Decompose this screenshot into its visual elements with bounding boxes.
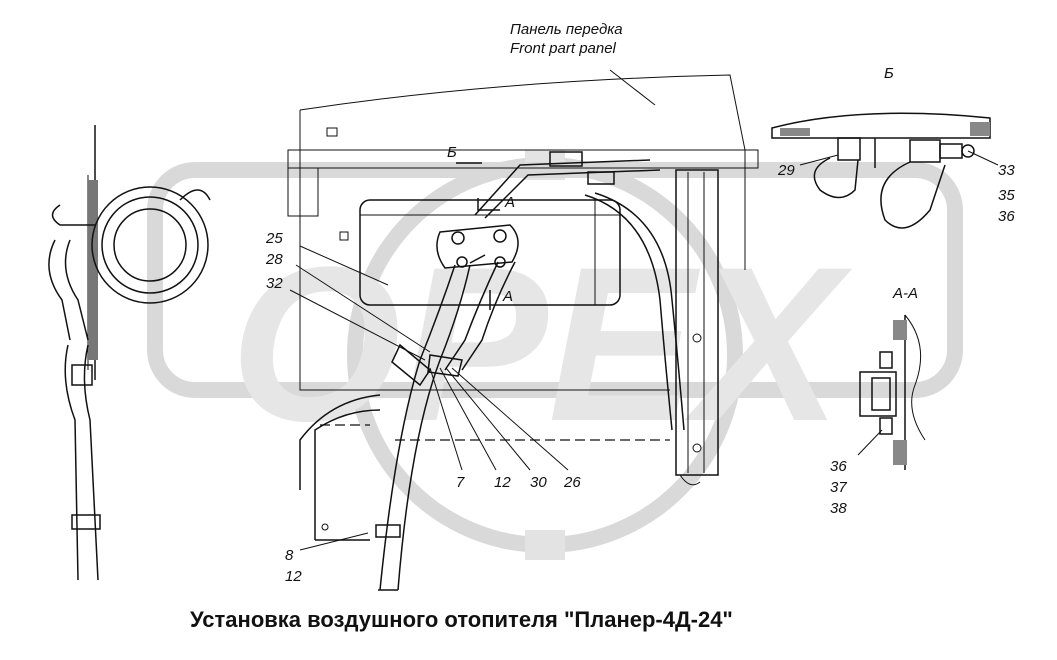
callout-36-bottom: 36 [830,458,847,475]
callout-38: 38 [830,500,847,517]
callout-25: 25 [265,230,283,247]
view-b [771,112,999,229]
callout-33: 33 [998,162,1015,179]
panel-section-hatch [88,180,98,360]
diagram-title: Установка воздушного отопителя "Планер-4… [190,607,733,632]
clamp [375,524,401,538]
view-b-marker: Б [447,144,457,161]
panel-label-ru: Панель передка [510,21,623,38]
cross-member [287,149,759,169]
heater-outer-ring [91,186,209,304]
callout-29: 29 [777,162,795,179]
central-assembly [287,69,759,591]
callout-32: 32 [266,275,283,292]
callout-7: 7 [456,474,465,491]
left-side-view [48,125,211,581]
callout-12-bottom: 12 [285,568,302,585]
section-a-a-label: А-А [892,285,918,302]
clamp [71,364,93,386]
gear-tooth [525,530,565,560]
text-labels: Панель передка Front part panel Б А-А Б … [190,21,1015,632]
panel-label-en: Front part panel [510,40,617,57]
outlet-flange [436,224,519,269]
callout-35: 35 [998,187,1015,204]
view-b-label: Б [884,65,894,82]
pillar [675,169,719,476]
section-a-a [857,314,926,470]
callout-37: 37 [830,479,847,496]
callout-36-top: 36 [998,208,1015,225]
section-a-marker-bottom: А [502,288,513,305]
section-a-marker-top: А [504,194,515,211]
callout-30: 30 [530,474,547,491]
callout-28: 28 [265,251,283,268]
watermark-text: OPEX [230,221,853,467]
hose-clamp [391,343,431,387]
watermark: OPEX [147,150,963,560]
callout-8: 8 [285,547,294,564]
callout-12-center: 12 [494,474,511,491]
clamp [71,514,101,530]
callout-26: 26 [563,474,581,491]
